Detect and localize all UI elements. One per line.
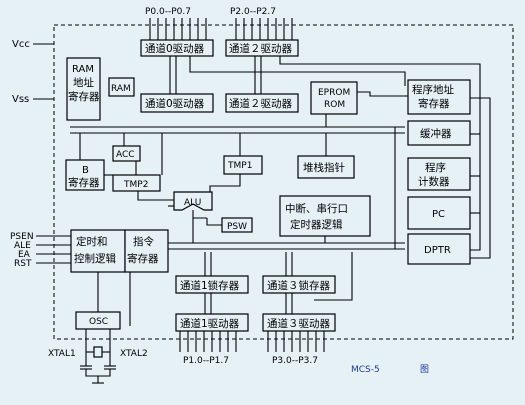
vcc-label: Vcc bbox=[12, 39, 30, 50]
b-register-line2: 寄存器 bbox=[68, 176, 100, 189]
eprom-label: EPROM bbox=[318, 88, 350, 98]
figure-caption: MCS-5 bbox=[351, 365, 380, 375]
program-counter bbox=[407, 157, 471, 191]
lower-bus-links bbox=[97, 252, 353, 326]
timing-control-line2: 控制逻辑 bbox=[74, 252, 116, 265]
channel1-driver-label: 通道1驱动器 bbox=[180, 317, 240, 330]
p0-pin-arrows bbox=[149, 18, 207, 40]
channel0-driver-top-label: 通道0驱动器 bbox=[145, 42, 205, 55]
interrupt-line1: 中断、串行口 bbox=[285, 202, 348, 215]
control-pin-lines bbox=[36, 235, 71, 264]
psen-pin-label: PSEN bbox=[10, 232, 34, 242]
acc-label: ACC bbox=[116, 150, 135, 160]
rom-label: ROM bbox=[324, 100, 345, 110]
dptr-block bbox=[407, 233, 471, 265]
osc-label: OSC bbox=[89, 317, 108, 327]
alu-label: ALU bbox=[184, 198, 201, 208]
interrupt-line2: 定时器逻辑 bbox=[290, 218, 343, 231]
oscillator bbox=[75, 311, 121, 330]
ram-address-line3: 寄存器 bbox=[68, 90, 100, 103]
channel0-driver-mid-label: 通道0驱动器 bbox=[145, 97, 205, 110]
rst-pin-label: RST bbox=[14, 259, 32, 269]
stack-pointer-label: 堆栈指针 bbox=[303, 161, 345, 174]
port-p2-label: P2.0--P2.7 bbox=[230, 7, 276, 17]
xtal1-pin-label: XTAL1 bbox=[48, 349, 76, 359]
ea-pin-label: EA bbox=[18, 250, 31, 260]
ram-address-line2: 地址 bbox=[73, 76, 94, 89]
ale-pin-label: ALE bbox=[14, 241, 31, 251]
timing-control-line1: 定时和 bbox=[76, 235, 108, 248]
buffer-block bbox=[407, 120, 471, 146]
program-address-line1: 程序地址 bbox=[412, 83, 454, 96]
channel3-latch bbox=[262, 275, 336, 294]
program-counter-line2: 计数器 bbox=[418, 175, 450, 188]
channel2-driver-top-label: 通道２驱动器 bbox=[229, 42, 292, 55]
channel0-driver-top bbox=[140, 39, 214, 57]
channel1-latch bbox=[175, 275, 249, 294]
channel3-latch-label: 通道３锁存器 bbox=[267, 279, 330, 292]
eprom-rom bbox=[310, 81, 358, 115]
alu bbox=[173, 191, 213, 211]
upper-driver-links bbox=[169, 56, 481, 94]
vss-label: Vss bbox=[12, 94, 29, 105]
program-address-line2: 寄存器 bbox=[418, 97, 450, 110]
p3-pin-arrows bbox=[267, 331, 325, 352]
channel2-driver-top bbox=[225, 39, 299, 57]
tmp1-label: TMP1 bbox=[227, 161, 252, 171]
buffer-label: 缓冲器 bbox=[420, 127, 452, 140]
port-p1-label: P1.0--P1.7 bbox=[183, 356, 229, 366]
port-p0-label: P0.0--P0.7 bbox=[145, 7, 191, 17]
internal-bus bbox=[70, 126, 405, 250]
channel1-latch-label: 通道1锁存器 bbox=[180, 279, 240, 292]
p1-pin-arrows bbox=[179, 331, 237, 352]
channel2-driver-mid bbox=[225, 93, 299, 113]
right-feedback-lines bbox=[470, 80, 491, 259]
pc-block bbox=[407, 196, 471, 230]
crystal-circuit bbox=[80, 329, 116, 384]
instruction-register bbox=[124, 229, 169, 273]
instruction-register-line2: 寄存器 bbox=[127, 252, 159, 265]
latch-driver-links bbox=[204, 293, 293, 314]
channel2-driver-mid-label: 通道２驱动器 bbox=[229, 97, 292, 110]
channel3-driver bbox=[262, 313, 336, 332]
tmp2-label: TMP2 bbox=[123, 180, 148, 190]
port-p3-label: P3.0--P3.7 bbox=[272, 356, 318, 366]
acc-register bbox=[112, 145, 141, 162]
psw-label: PSW bbox=[227, 222, 247, 232]
p2-pin-arrows bbox=[235, 18, 293, 40]
tmp1-register bbox=[223, 155, 263, 175]
channel3-driver-label: 通道３驱动器 bbox=[267, 317, 330, 330]
ram-label: RAM bbox=[111, 84, 131, 94]
b-register-line1: B bbox=[82, 165, 89, 176]
dptr-label: DPTR bbox=[424, 245, 451, 256]
program-address-register bbox=[407, 79, 471, 115]
b-register bbox=[65, 159, 105, 191]
figure-caption-tail: 图 bbox=[420, 364, 429, 375]
program-counter-line1: 程序 bbox=[425, 161, 446, 174]
timing-control-logic bbox=[70, 229, 126, 273]
instruction-register-line1: 指令 bbox=[133, 235, 154, 248]
ram-address-line1: RAM bbox=[72, 64, 94, 75]
ram-address-register bbox=[66, 57, 101, 121]
channel0-driver-mid bbox=[140, 93, 214, 113]
pc-label: PC bbox=[432, 209, 445, 220]
ram-block bbox=[108, 77, 135, 97]
xtal2-pin-label: XTAL2 bbox=[120, 349, 148, 359]
